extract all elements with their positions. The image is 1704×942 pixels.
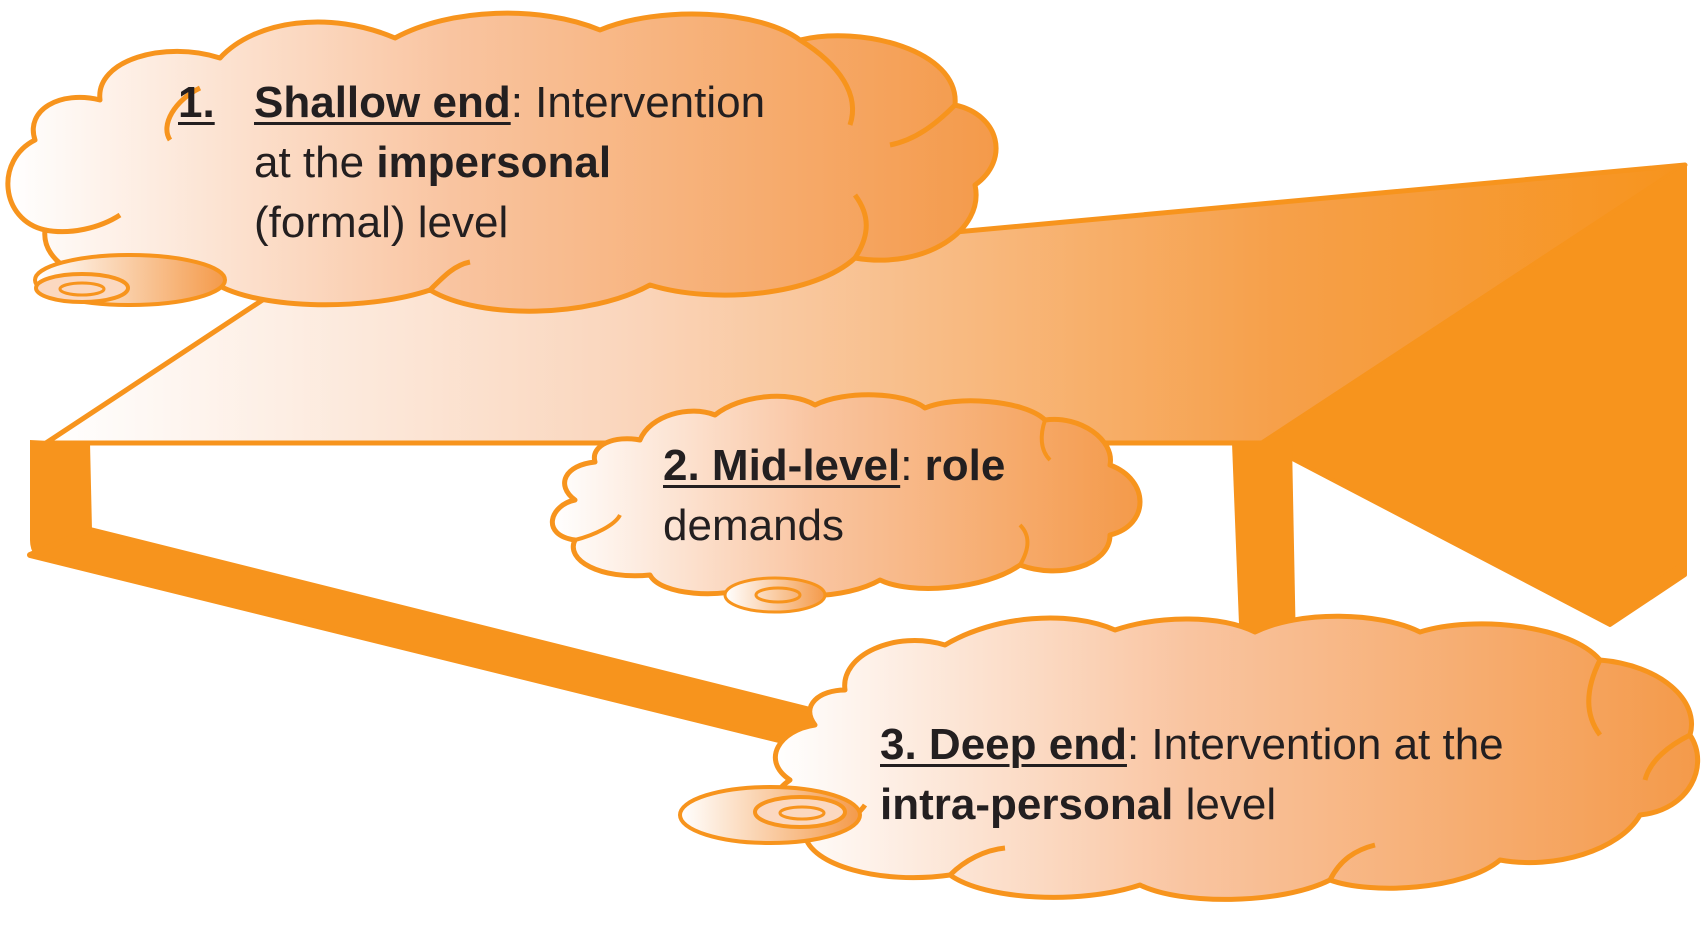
- deep-end-bold: intra-personal: [880, 780, 1174, 829]
- cloud-mid-level-text: 2. Mid-level: role demands: [663, 436, 1005, 556]
- shallow-end-sep: :: [510, 78, 523, 127]
- shallow-end-bold: impersonal: [376, 138, 612, 187]
- cloud-shallow-end-line-2: at the impersonal: [178, 133, 765, 193]
- cloud-shallow-end: [5, 10, 999, 314]
- cloud-shallow-end-text: 1. Shallow end: Intervention at the imper…: [178, 73, 765, 253]
- shallow-end-title: Shallow end: [254, 78, 511, 127]
- deep-end-text-2: level: [1173, 780, 1277, 829]
- cloud-shallow-end-line-3: (formal) level: [178, 193, 765, 253]
- mid-level-bold: role: [924, 441, 1006, 490]
- pool-right-wall: [1260, 163, 1687, 627]
- pool-back-strip: [1625, 165, 1685, 600]
- deep-end-sep: : Intervention at the: [1126, 720, 1504, 769]
- thought-bubble: [723, 576, 827, 614]
- cloud-deep-end: [678, 613, 1701, 902]
- mid-level-text-2: demands: [663, 501, 845, 550]
- cloud-mid-level-shape: [550, 392, 1143, 599]
- cloud-deep-end-text: 3. Deep end: Intervention at the intra-p…: [880, 715, 1504, 835]
- shallow-end-text-2: at the: [254, 138, 377, 187]
- cloud-shallow-end-line-1: 1. Shallow end: Intervention: [178, 73, 765, 133]
- cloud-mid-level-line-2: demands: [663, 496, 1005, 556]
- cloud-deep-end-line-2: intra-personal level: [880, 775, 1504, 835]
- mid-level-title: 2. Mid-level: [663, 441, 901, 490]
- deep-end-title: 3. Deep end: [880, 720, 1127, 769]
- pool-frame: [27, 162, 1688, 758]
- item-number-1: 1.: [178, 78, 215, 127]
- cloud-mid-level: [550, 392, 1143, 614]
- pool-middle-post: [1232, 443, 1296, 650]
- mid-level-sep: :: [900, 441, 925, 490]
- cloud-deep-end-line-1: 3. Deep end: Intervention at the: [880, 715, 1504, 775]
- shallow-end-text-3: (formal) level: [254, 198, 509, 247]
- cloud-mid-level-line-1: 2. Mid-level: role: [663, 436, 1005, 496]
- pool-left-post: [30, 440, 92, 560]
- shallow-end-text-1: Intervention: [522, 78, 766, 127]
